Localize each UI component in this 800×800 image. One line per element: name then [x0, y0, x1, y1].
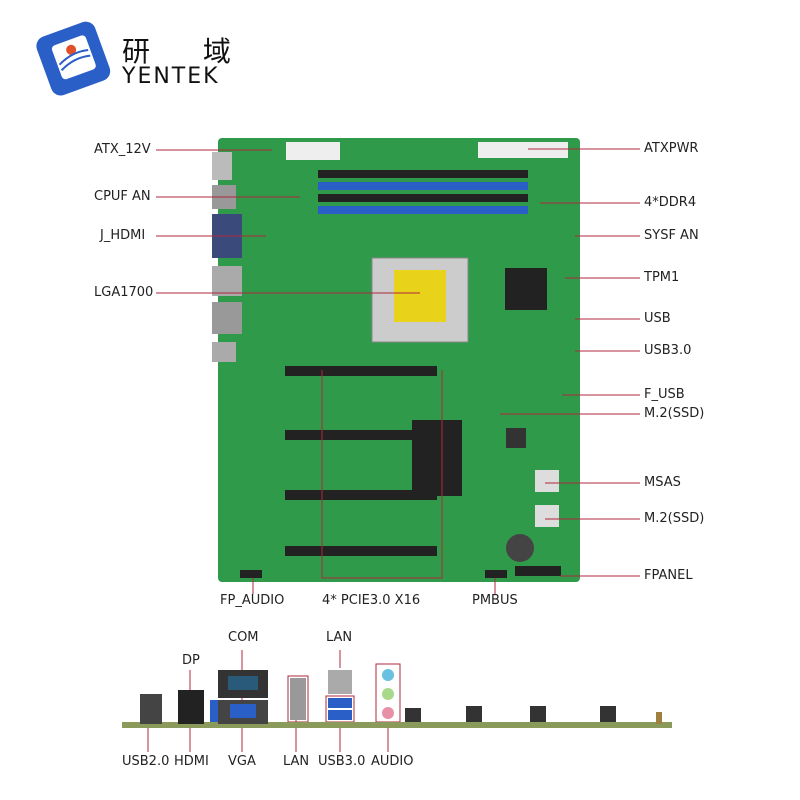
label-tpm1: TPM1 [644, 270, 680, 285]
label-lga1700: LGA1700 [94, 285, 154, 300]
label-audio: AUDIO [371, 754, 414, 769]
label-cpu-fan: CPUF AN [94, 189, 151, 204]
label-usb2: USB2.0 [122, 754, 170, 769]
brand-name-cn: 研 域 [122, 35, 253, 68]
label-com: COM [228, 630, 259, 645]
motherboard [212, 138, 580, 582]
label-pcie: 4* PCIE3.0 X16 [322, 593, 421, 608]
label-lan-bottom: LAN [283, 754, 310, 769]
label-vga: VGA [228, 754, 256, 769]
label-hdmi: HDMI [174, 754, 209, 769]
leader-lines [147, 148, 640, 752]
label-atxpwr: ATXPWR [644, 141, 699, 156]
label-pmbus: PMBUS [472, 593, 518, 608]
logo-icon [36, 21, 111, 96]
label-m2-ssd-2: M.2(SSD) [644, 511, 705, 526]
label-m2-ssd-1: M.2(SSD) [644, 406, 705, 421]
rear-io-panel [122, 669, 672, 728]
label-j-hdmi: J_HDMI [100, 228, 146, 243]
label-msas: MSAS [644, 475, 681, 490]
label-lan-top: LAN [326, 630, 353, 645]
label-atx12v: ATX_12V [94, 142, 151, 157]
label-dp: DP [182, 653, 200, 668]
label-usb: USB [644, 311, 671, 326]
label-f-usb: F_USB [644, 387, 685, 402]
brand-name-en: YENTEK [122, 64, 220, 89]
label-ddr4: 4*DDR4 [644, 195, 697, 210]
label-fpanel: FPANEL [644, 568, 693, 583]
label-usb3-io: USB3.0 [318, 754, 366, 769]
label-usb3: USB3.0 [644, 343, 692, 358]
label-fp-audio: FP_AUDIO [220, 593, 285, 608]
label-sys-fan: SYSF AN [644, 228, 699, 243]
